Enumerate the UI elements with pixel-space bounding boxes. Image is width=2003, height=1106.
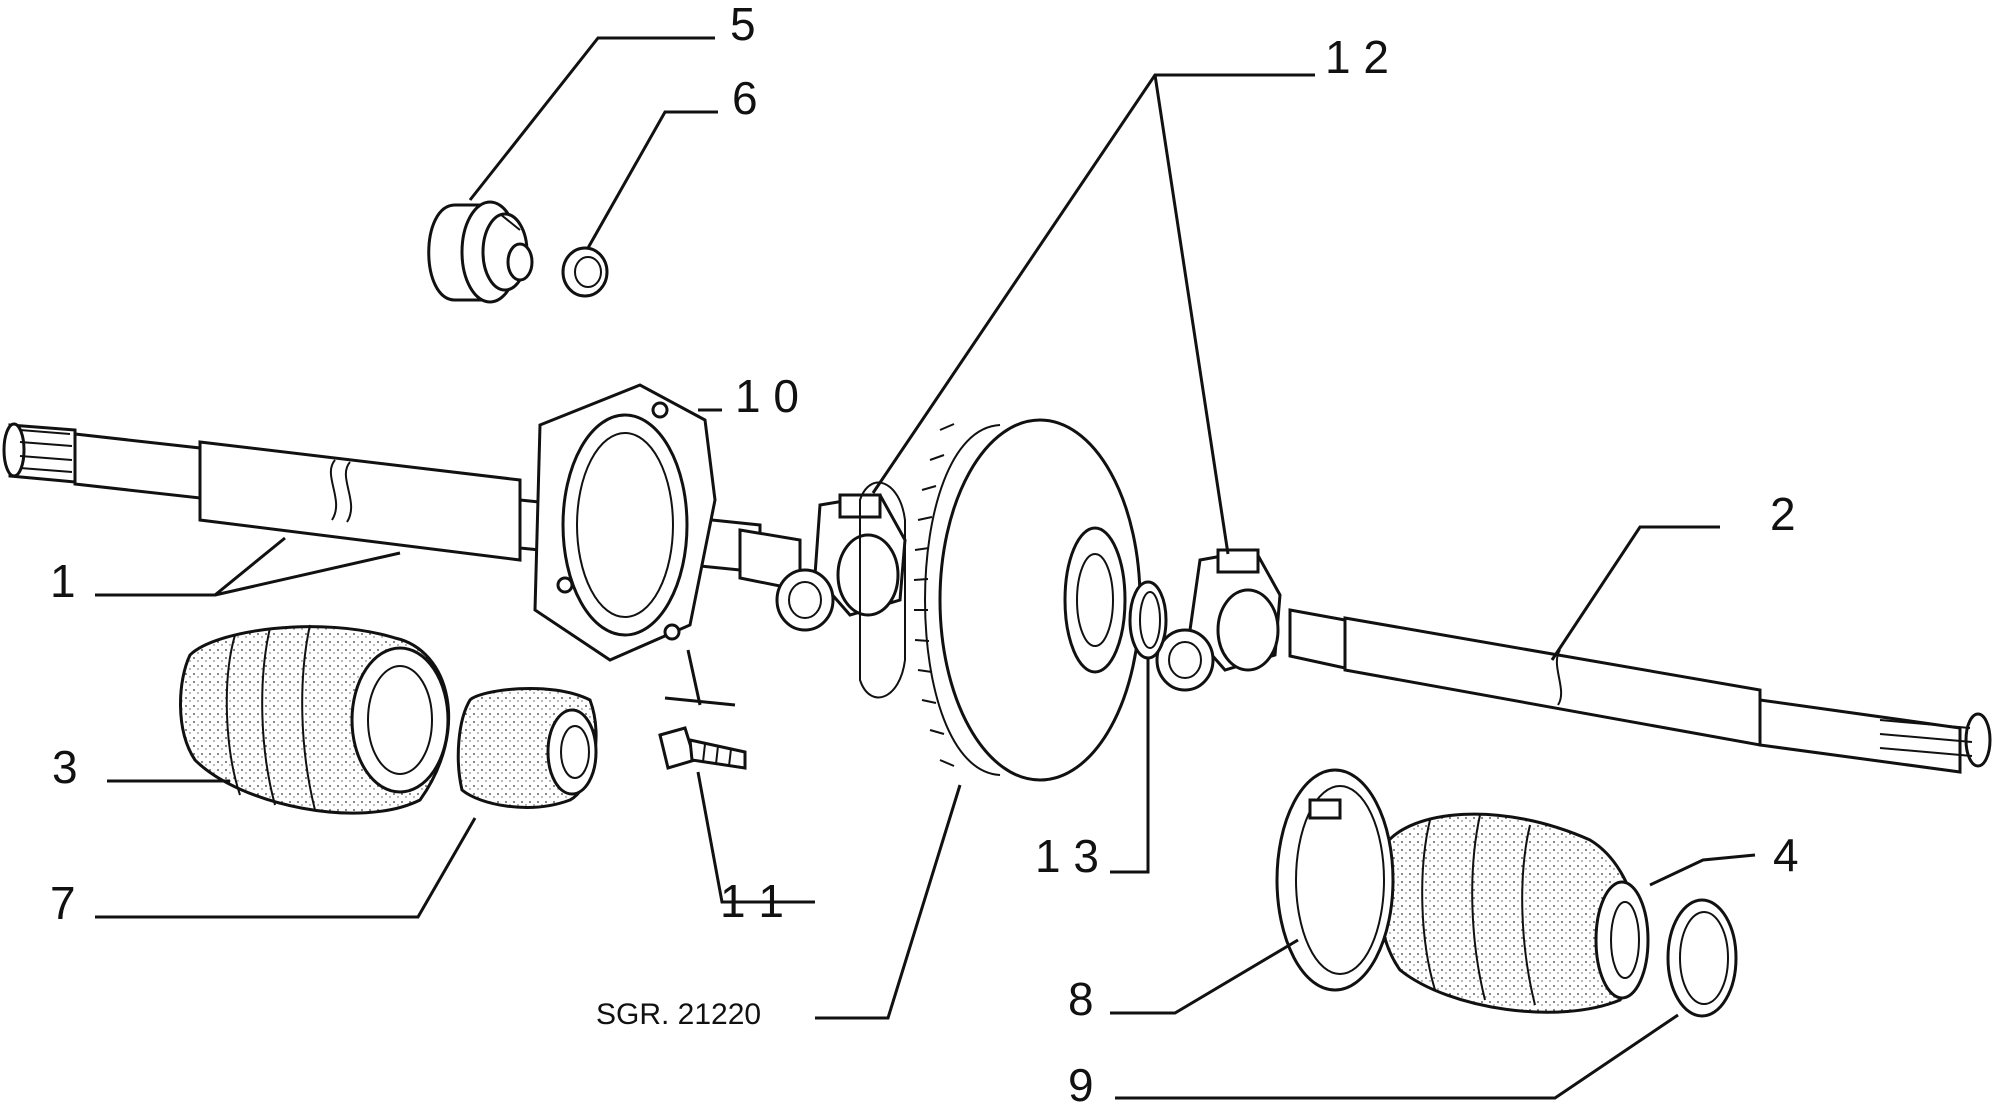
leader-11-tick — [664, 649, 736, 707]
differential-ring-gear — [859, 418, 1142, 782]
leader-5 — [468, 36, 715, 201]
leader-7 — [95, 817, 477, 919]
part-5-bush — [427, 200, 534, 304]
callout-12: 1 2 — [1325, 31, 1389, 83]
leader-ref — [815, 784, 962, 1020]
leader-2 — [1550, 525, 1720, 661]
callout-4: 4 — [1773, 829, 1799, 881]
part-4-right-boot — [1377, 812, 1650, 1014]
part-8-large-clamp — [1275, 768, 1395, 992]
leader-4 — [1649, 853, 1756, 887]
callouts: 5 6 1 2 1 0 2 1 3 7 1 1 1 3 4 8 9 SGR. 2… — [50, 0, 1799, 1106]
part-11-bolt — [658, 726, 747, 770]
callout-1: 1 — [50, 555, 76, 607]
leader-12a — [871, 73, 1315, 494]
gear-teeth — [913, 423, 955, 767]
part-3-large-boot — [179, 624, 451, 815]
part-7-small-boot — [456, 686, 598, 809]
reference-code: SGR. 21220 — [596, 998, 761, 1031]
callout-2: 2 — [1770, 488, 1796, 540]
leader-lines — [95, 36, 1756, 1100]
part-9-small-clamp — [1666, 898, 1738, 1018]
callout-5: 5 — [730, 0, 756, 50]
leader-9 — [1115, 1013, 1679, 1100]
leader-1b — [214, 551, 401, 597]
part-10-flange — [533, 383, 717, 662]
leader-6 — [586, 110, 718, 249]
leader-11 — [696, 771, 815, 904]
callout-8: 8 — [1068, 973, 1094, 1025]
callout-10: 1 0 — [735, 370, 799, 422]
callout-7: 7 — [50, 877, 76, 929]
callout-3: 3 — [52, 741, 78, 793]
part-12-joint-right — [1155, 548, 1282, 692]
leader-8 — [1110, 938, 1299, 1015]
leader-13 — [1110, 658, 1150, 874]
callout-6: 6 — [732, 72, 758, 124]
part-2-right-shaft — [1288, 608, 1992, 774]
callout-13: 1 3 — [1035, 830, 1099, 882]
part-6-clip — [561, 246, 609, 298]
leader-12b — [1153, 74, 1230, 555]
callout-11: 1 1 — [720, 875, 784, 927]
callout-9: 9 — [1068, 1059, 1094, 1106]
part-13-circlip — [1128, 580, 1168, 660]
